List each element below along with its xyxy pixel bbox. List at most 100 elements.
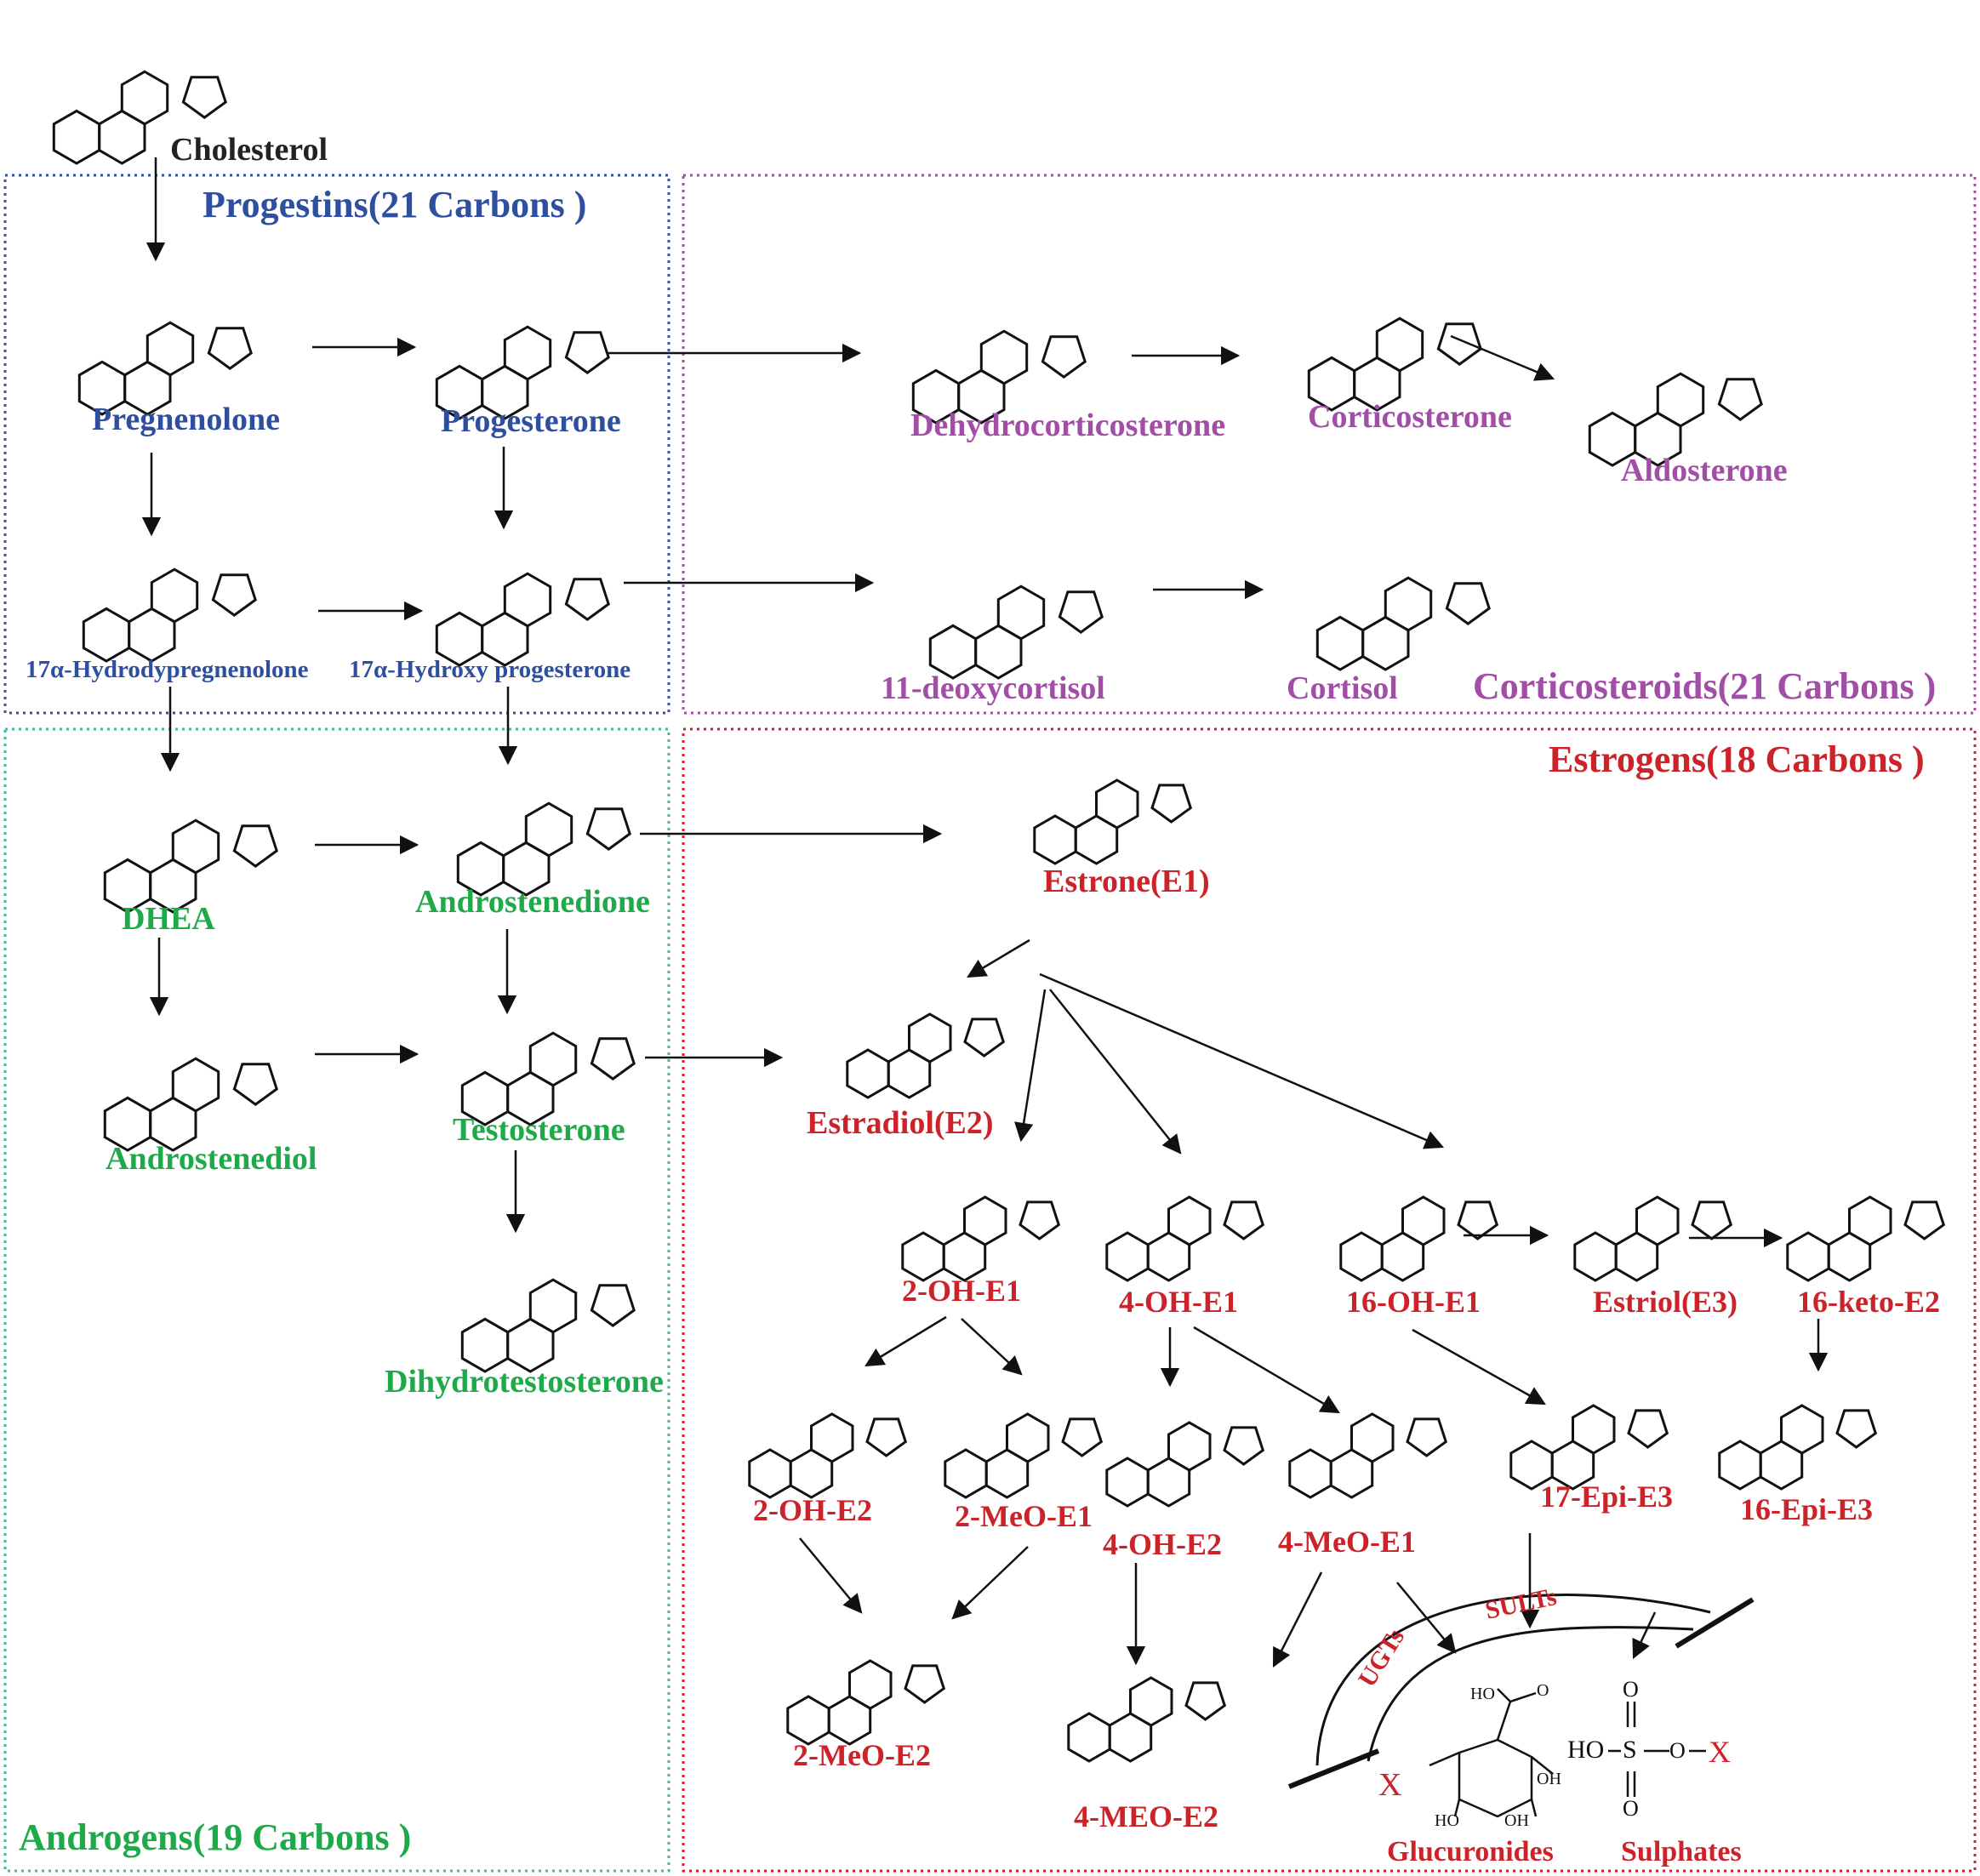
deoxycortisol-label: 11-deoxycortisol — [881, 670, 1105, 706]
dhea-label: DHEA — [122, 901, 215, 937]
sulphate-s: S — [1623, 1736, 1637, 1764]
cortisol-label: Cortisol — [1287, 670, 1398, 706]
glucuronide-structure — [1429, 1688, 1554, 1818]
pregnenolone-structure — [77, 321, 253, 416]
meo2e2-structure — [786, 1659, 946, 1746]
oh2e2-label: 2-OH-E2 — [753, 1493, 872, 1527]
estrone-to-16oh-e1-arrow — [1039, 972, 1445, 1149]
meo2e2-label: 2-MeO-E2 — [793, 1738, 931, 1772]
epi17e3-label: 17-Epi-E3 — [1540, 1480, 1673, 1514]
hydroxypregnenolone-label: 17α-Hydrodypregnenolone — [26, 656, 309, 683]
glucuronide-oh-bottom: OH — [1504, 1811, 1529, 1830]
keto16e2-label: 16-keto-E2 — [1797, 1285, 1940, 1319]
meo4e2-label: 4-MEO-E2 — [1074, 1799, 1218, 1833]
corticosterone-label: Corticosterone — [1308, 399, 1512, 435]
2meo-e1-to-2meo-e2-arrow — [951, 1546, 1029, 1620]
progestins-title: Progestins(21 Carbons ) — [203, 184, 586, 225]
estrogens-title: Estrogens(18 Carbons ) — [1549, 738, 1925, 780]
oh16e1-structure — [1339, 1195, 1499, 1282]
corticosteroids-title: Corticosteroids(21 Carbons ) — [1473, 665, 1936, 707]
conjugation-arc-inner — [1367, 1626, 1694, 1762]
dhea-structure — [103, 818, 278, 914]
oh4e1-label: 4-OH-E1 — [1119, 1285, 1238, 1319]
progesterone-structure — [435, 325, 610, 420]
oh2e1-structure — [901, 1195, 1061, 1282]
sulphate-structure — [1608, 1702, 1706, 1797]
estrone-to-estradiol-arrow — [967, 938, 1030, 978]
corticosteroids-region — [682, 174, 1977, 715]
sulphate-o-top: O — [1623, 1677, 1639, 1702]
glucuronide-ho: HO — [1470, 1685, 1495, 1703]
2oh-e1-to-2oh-e2-arrow — [864, 1315, 947, 1367]
estrone-label: Estrone(E1) — [1043, 864, 1210, 899]
oh16e1-label: 16-OH-E1 — [1346, 1285, 1481, 1319]
androstenediol-label: Androstenediol — [106, 1141, 317, 1177]
meo2e1-label: 2-MeO-E1 — [955, 1499, 1093, 1533]
oh4e2-label: 4-OH-E2 — [1103, 1527, 1222, 1561]
aldosterone-label: Aldosterone — [1621, 453, 1788, 488]
glucuronide-o: O — [1537, 1681, 1549, 1700]
androstenedione-structure — [456, 801, 631, 897]
testosterone-structure — [460, 1031, 636, 1126]
16oh-e1-to-17epi-e3-arrow — [1412, 1328, 1546, 1406]
sulphate-ho: HO — [1567, 1736, 1604, 1764]
glucuronides-label: Glucuronides — [1387, 1836, 1554, 1867]
corticosterone-structure — [1307, 316, 1482, 412]
oh2e2-structure — [748, 1412, 908, 1499]
deoxycortisol-structure — [928, 584, 1104, 680]
dht-label: Dihydrotestosterone — [385, 1364, 664, 1400]
pregnenolone-label: Pregnenolone — [92, 402, 280, 437]
molecule-structures — [52, 70, 1946, 1763]
androgens-region — [3, 727, 670, 1873]
reaction-arrows — [141, 157, 1829, 1668]
androstenediol-structure — [103, 1057, 278, 1152]
estradiol-structure — [846, 1012, 1006, 1099]
estrogens-region — [682, 727, 1977, 1873]
oh4e2-structure — [1105, 1421, 1265, 1508]
estriol-structure — [1573, 1195, 1733, 1282]
sults-label: SULTs — [1483, 1582, 1560, 1625]
4oh-e1-to-4meo-e1-arrow — [1193, 1326, 1340, 1414]
sulphate-x: X — [1709, 1735, 1731, 1769]
epi16e3-label: 16-Epi-E3 — [1740, 1492, 1873, 1526]
oh2e1-label: 2-OH-E1 — [902, 1274, 1021, 1308]
androgens-title: Androgens(19 Carbons ) — [19, 1816, 411, 1858]
conjugation-arc-base-right — [1675, 1597, 1755, 1649]
estriol-label: Estriol(E3) — [1593, 1285, 1737, 1319]
corticosterone-to-aldosterone-arrow — [1450, 334, 1555, 381]
hydroxypregnenolone-structure — [82, 567, 257, 663]
hydroxyprogesterone-structure — [435, 572, 610, 667]
epi16e3-structure — [1718, 1404, 1878, 1491]
cholesterol-label: Cholesterol — [170, 132, 328, 168]
4meo-e1-to-4meo-e2-arrow — [1272, 1571, 1323, 1668]
androstenedione-label: Androstenedione — [415, 884, 650, 920]
meo4e1-label: 4-MeO-E1 — [1278, 1525, 1416, 1559]
2oh-e2-to-2meo-e2-arrow — [799, 1537, 863, 1614]
estrone-structure — [1033, 778, 1193, 865]
sulphation-branch-arrow — [1632, 1611, 1657, 1660]
hydroxyprogesterone-label: 17α-Hydroxy progesterone — [349, 656, 631, 683]
sulphate-o-bottom: O — [1623, 1796, 1639, 1821]
progestins-region — [3, 174, 670, 715]
dht-structure — [460, 1278, 636, 1373]
testosterone-label: Testosterone — [453, 1112, 625, 1148]
dehydrocorticosterone-structure — [911, 329, 1087, 425]
glucuronide-x: X — [1378, 1767, 1401, 1803]
glucuronide-ho-bottom: HO — [1435, 1811, 1459, 1830]
ugts-label: UGTs — [1353, 1624, 1410, 1692]
sulphates-label: Sulphates — [1621, 1836, 1742, 1867]
conjugation-arc-base-left — [1287, 1748, 1380, 1789]
2oh-e1-to-2meo-e1-arrow — [961, 1318, 1023, 1376]
cholesterol-structure — [52, 70, 227, 165]
estrone-to-4oh-e1-arrow — [1049, 989, 1182, 1155]
oh4e1-structure — [1105, 1195, 1265, 1282]
meo2e1-structure — [944, 1412, 1104, 1499]
progesterone-label: Progesterone — [441, 403, 621, 439]
conjugation-arc-outer — [1315, 1594, 1711, 1766]
epi17e3-structure — [1509, 1404, 1669, 1491]
aldosterone-structure — [1588, 372, 1763, 467]
glucuronide-oh-right: OH — [1537, 1770, 1561, 1788]
keto16e2-structure — [1786, 1195, 1946, 1282]
dehydrocorticosterone-label: Dehydrocorticosterone — [910, 408, 1225, 443]
